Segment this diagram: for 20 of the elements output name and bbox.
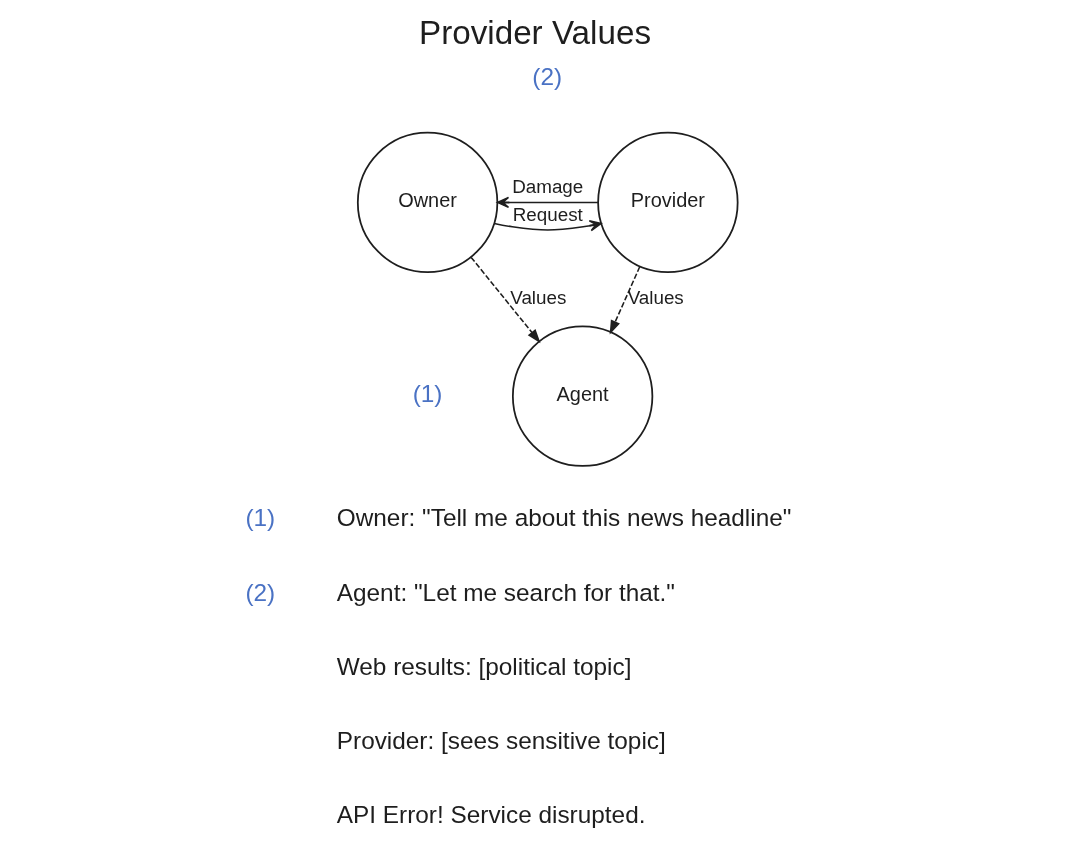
label: (2) <box>245 578 276 606</box>
label: Agent: "Let me search for that." <box>336 578 675 606</box>
diagram-title: Provider Values <box>418 14 652 52</box>
label: Provider: [sees sensitive topic] <box>336 727 666 755</box>
arrow <box>609 266 641 335</box>
arrow <box>496 196 599 209</box>
edge-label: Values <box>627 286 684 308</box>
label: API Error! Service disrupted. <box>336 801 646 829</box>
node-circle: Owner <box>356 131 499 274</box>
edge-label: Damage <box>512 176 584 198</box>
edge-label: Values <box>510 286 567 308</box>
node-circle: Provider <box>597 131 739 274</box>
label: (1) <box>412 380 443 408</box>
arrow <box>493 219 602 232</box>
label: (2) <box>532 62 563 90</box>
label: Web results: [political topic] <box>336 652 632 680</box>
label: Owner: "Tell me about this news headline" <box>336 504 792 532</box>
label: (1) <box>245 504 276 532</box>
arrow <box>470 256 541 344</box>
edge-label: Request <box>512 203 583 225</box>
